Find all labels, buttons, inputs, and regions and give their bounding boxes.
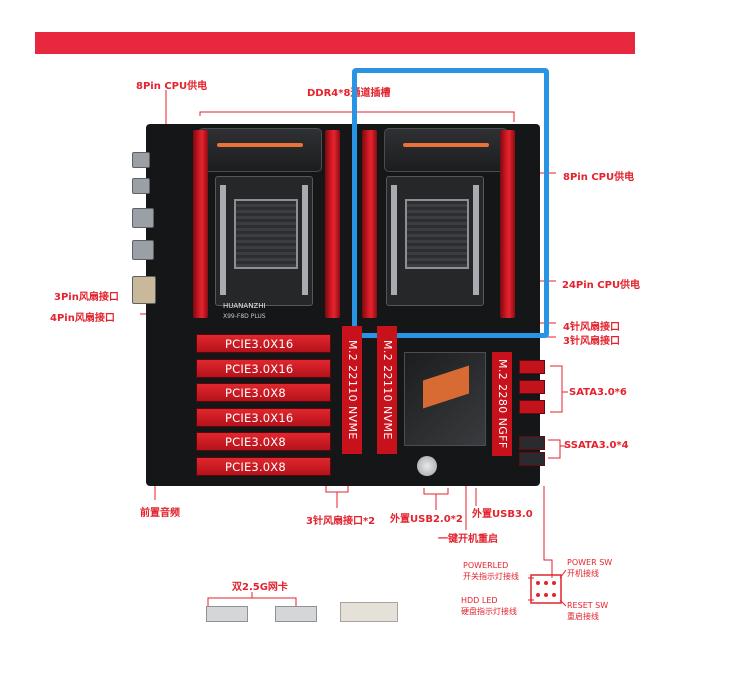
dimm-slot bbox=[193, 130, 208, 318]
hddled-label: HDD LED bbox=[461, 596, 498, 605]
ssata-port bbox=[519, 436, 545, 450]
pcie-slot: PCIE3.0X8 bbox=[196, 457, 331, 476]
powersw-label: POWER SW bbox=[567, 558, 613, 567]
sata-port bbox=[519, 360, 545, 374]
dimm-slot bbox=[325, 130, 340, 318]
powersw-cn-label: 开机接线 bbox=[567, 569, 599, 578]
resetsw-cn-label: 重启接线 bbox=[567, 612, 599, 621]
m2-slot: M.2 2280 NGFF bbox=[492, 352, 512, 456]
sata-port bbox=[519, 380, 545, 394]
pcie-slot: PCIE3.0X8 bbox=[196, 383, 331, 402]
nic-chip bbox=[275, 606, 317, 622]
vrm-heatsink-right bbox=[384, 128, 508, 172]
model-name: X99-F8D PLUS bbox=[223, 313, 266, 320]
powerled-label: POWERLED bbox=[463, 561, 509, 570]
cpu-socket-left bbox=[215, 176, 313, 306]
m2-slot: M.2 22110 NVME bbox=[377, 326, 397, 454]
atx24-label: 24Pin CPU供电 bbox=[562, 280, 641, 291]
lan-port bbox=[132, 208, 154, 228]
dimm-slot bbox=[500, 130, 515, 318]
sata-port bbox=[519, 400, 545, 414]
vrm-heatsink-left bbox=[198, 128, 322, 172]
usb30-label: 外置USB3.0 bbox=[472, 509, 533, 520]
fan3-left-label: 3Pin风扇接口 bbox=[54, 292, 119, 303]
cmos-battery bbox=[417, 456, 437, 476]
nic-chip bbox=[206, 606, 248, 622]
audio-jacks-closeup bbox=[340, 602, 398, 622]
ssata30-label: SSATA3.0*4 bbox=[564, 440, 629, 451]
m2-slot: M.2 22110 NVME bbox=[342, 326, 362, 454]
brand-logo: HUANANZHI bbox=[223, 302, 266, 310]
hddled-cn-label: 硬盘指示灯接线 bbox=[461, 607, 517, 616]
powerled-cn-label: 开关指示灯接线 bbox=[463, 572, 519, 581]
fan4-right-label: 4针风扇接口 bbox=[563, 322, 620, 333]
sata30-label: SATA3.0*6 bbox=[569, 387, 627, 398]
usb-port bbox=[132, 152, 150, 168]
fan3-bottom-label: 3针风扇接口*2 bbox=[306, 516, 376, 527]
pcie-slot: PCIE3.0X16 bbox=[196, 334, 331, 353]
cpu-power-top-label: 8Pin CPU供电 bbox=[136, 81, 208, 92]
front-panel-header-icon bbox=[530, 574, 562, 604]
pcie-slot: PCIE3.0X16 bbox=[196, 408, 331, 427]
top-banner bbox=[35, 32, 635, 54]
audio-jacks bbox=[132, 276, 156, 304]
pcie-slot: PCIE3.0X8 bbox=[196, 432, 331, 451]
lan-port bbox=[132, 240, 154, 260]
chipset-heatsink bbox=[404, 352, 486, 446]
usb20-label: 外置USB2.0*2 bbox=[390, 514, 463, 525]
resetsw-label: RESET SW bbox=[567, 601, 609, 610]
usb-port bbox=[132, 178, 150, 194]
fan4-left-label: 4Pin风扇接口 bbox=[50, 313, 115, 324]
cpu-power-right-label: 8Pin CPU供电 bbox=[563, 172, 635, 183]
ddr4-label: DDR4*8通道插槽 bbox=[307, 88, 391, 99]
dimm-slot bbox=[362, 130, 377, 318]
fan3-right-label: 3针风扇接口 bbox=[563, 336, 620, 347]
dual-nic-label: 双2.5G网卡 bbox=[232, 582, 288, 593]
highlight-frame bbox=[352, 68, 549, 338]
ssata-port bbox=[519, 452, 545, 466]
cpu-socket-right bbox=[386, 176, 484, 306]
power-button-label: 一键开机重启 bbox=[438, 534, 498, 545]
pcie-slot: PCIE3.0X16 bbox=[196, 359, 331, 378]
front-audio-label: 前置音频 bbox=[140, 508, 180, 519]
